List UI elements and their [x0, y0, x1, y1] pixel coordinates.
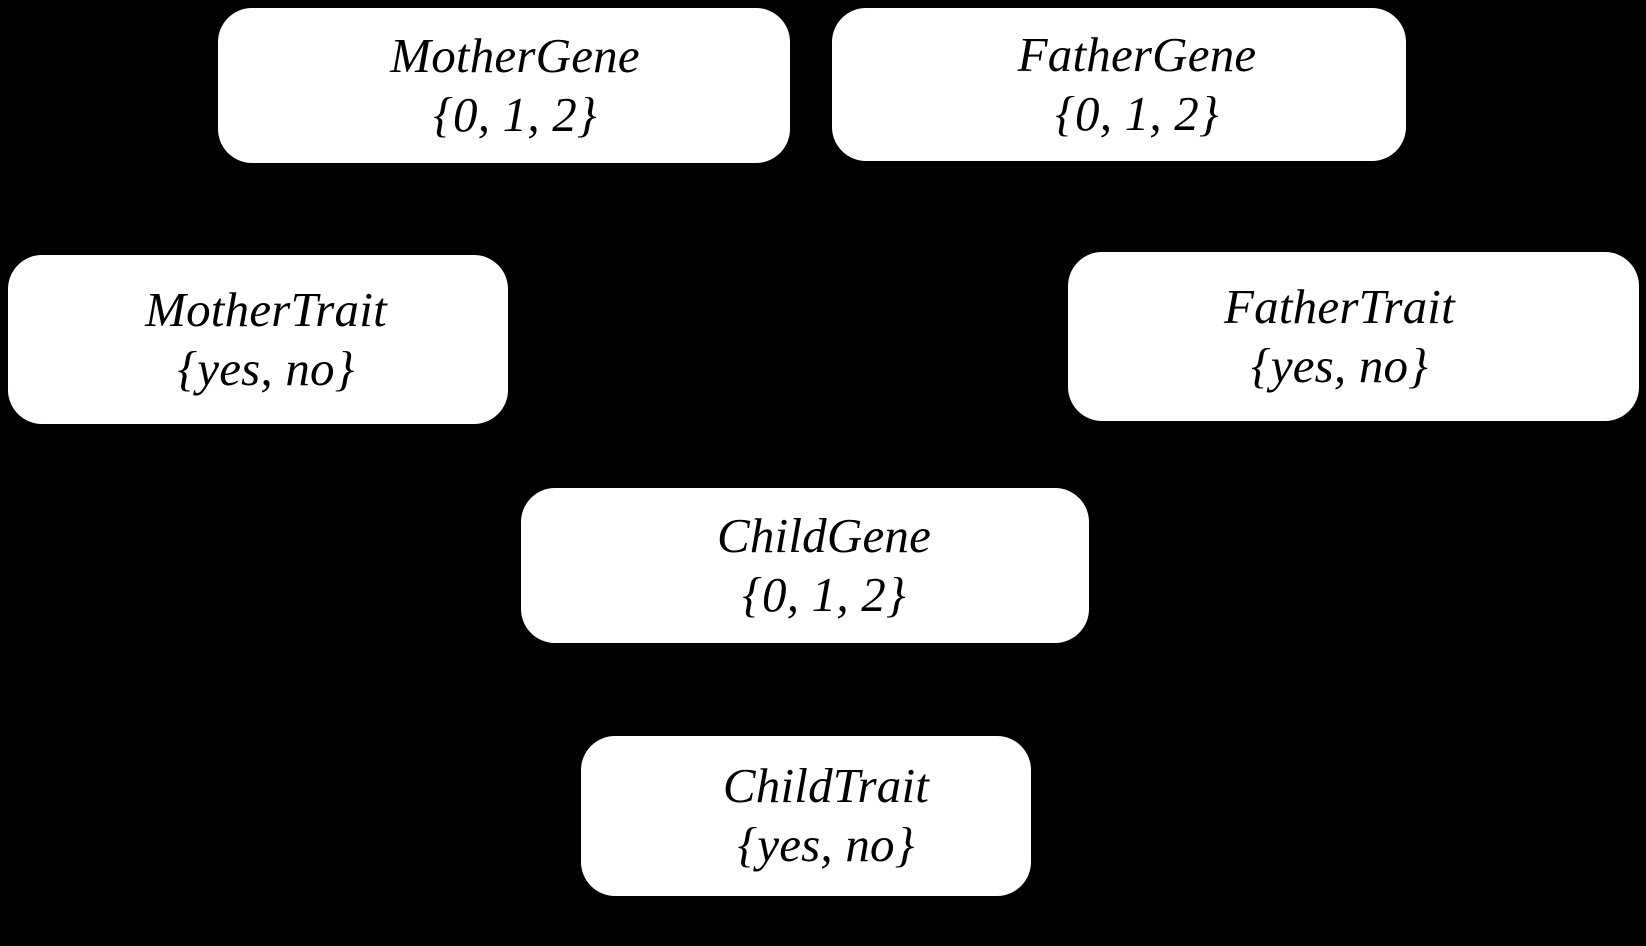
- node-mother-trait-label: MotherTrait: [145, 281, 387, 337]
- node-mother-gene[interactable]: MotherGene {0, 1, 2}: [218, 8, 790, 163]
- node-child-gene-label: ChildGene: [716, 507, 932, 563]
- node-father-trait[interactable]: FatherTrait {yes, no}: [1068, 252, 1639, 421]
- node-mother-trait-domain: {yes, no}: [177, 340, 355, 396]
- node-mother-gene-domain: {0, 1, 2}: [433, 86, 597, 142]
- node-father-gene[interactable]: FatherGene {0, 1, 2}: [832, 8, 1406, 161]
- node-child-trait-domain: {yes, no}: [737, 817, 915, 872]
- node-father-trait-domain: {yes, no}: [1250, 337, 1429, 393]
- node-mother-trait[interactable]: MotherTrait {yes, no}: [8, 255, 508, 424]
- node-child-trait[interactable]: ChildTrait {yes, no}: [581, 736, 1031, 896]
- node-father-gene-domain: {0, 1, 2}: [1055, 85, 1219, 141]
- node-child-gene[interactable]: ChildGene {0, 1, 2}: [521, 488, 1089, 643]
- node-mother-gene-label: MotherGene: [390, 27, 640, 83]
- node-father-gene-label: FatherGene: [1017, 26, 1257, 82]
- node-child-trait-label: ChildTrait: [722, 758, 930, 814]
- node-child-gene-domain: {0, 1, 2}: [742, 566, 906, 622]
- node-father-trait-label: FatherTrait: [1224, 278, 1455, 334]
